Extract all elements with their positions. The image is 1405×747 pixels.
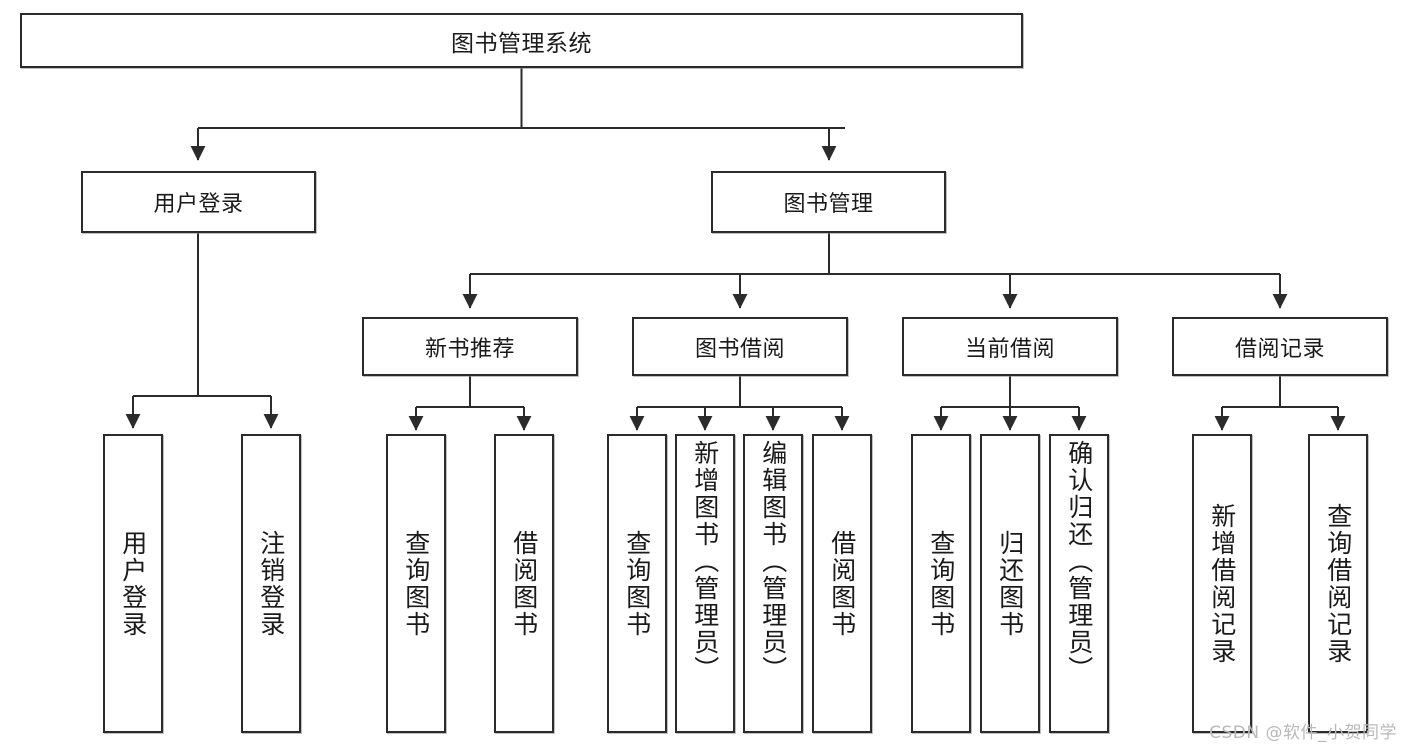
node-label: 确认归还（管理员） [1064,440,1094,683]
node-label: 新增借阅记录 [1207,502,1237,665]
node-label: 查询借阅记录 [1323,502,1353,665]
node-label: 注销登录 [256,529,286,638]
node-book-manage[interactable]: 图书管理 [711,171,946,233]
node-label: 当前借阅 [964,336,1055,362]
node-current-borrow[interactable]: 当前借阅 [902,317,1118,376]
node-label: 借阅记录 [1234,336,1325,362]
node-label: 查询图书 [401,529,431,638]
node-label: 用户登录 [118,529,148,638]
node-leaf-user-logout[interactable]: 注销登录 [241,434,301,733]
watermark-text: CSDN @软件_小贺同学 [1209,723,1397,743]
node-label: 图书管理系统 [451,30,592,57]
node-leaf-user-login[interactable]: 用户登录 [103,434,163,733]
node-label: 新增图书（管理员） [690,440,720,683]
node-label: 图书借阅 [694,336,785,362]
node-leaf-add-record[interactable]: 新增借阅记录 [1192,434,1252,733]
node-label: 用户登录 [153,192,244,217]
node-new-book-recommend[interactable]: 新书推荐 [362,317,578,376]
node-label: 查询图书 [926,529,956,638]
node-leaf-borrow-book-2[interactable]: 借阅图书 [812,434,872,733]
node-leaf-add-book[interactable]: 新增图书（管理员） [675,434,735,733]
node-root-system[interactable]: 图书管理系统 [20,13,1023,68]
node-leaf-query-book-2[interactable]: 查询图书 [607,434,667,733]
node-leaf-borrow-book-1[interactable]: 借阅图书 [494,434,554,733]
node-leaf-query-book-1[interactable]: 查询图书 [386,434,446,733]
node-label: 图书管理 [783,192,874,217]
node-leaf-edit-book[interactable]: 编辑图书（管理员） [743,434,803,733]
node-label: 编辑图书（管理员） [758,440,788,683]
node-borrow-record[interactable]: 借阅记录 [1172,317,1388,376]
node-book-borrow[interactable]: 图书借阅 [632,317,848,376]
node-label: 新书推荐 [424,336,515,362]
node-label: 查询图书 [622,529,652,638]
node-label: 归还图书 [995,529,1025,638]
node-label: 借阅图书 [509,529,539,638]
node-label: 借阅图书 [827,529,857,638]
node-leaf-query-record[interactable]: 查询借阅记录 [1308,434,1368,733]
node-leaf-confirm-return[interactable]: 确认归还（管理员） [1049,434,1109,733]
node-leaf-query-book-3[interactable]: 查询图书 [911,434,971,733]
node-user-login[interactable]: 用户登录 [81,171,316,233]
node-leaf-return-book[interactable]: 归还图书 [980,434,1040,733]
